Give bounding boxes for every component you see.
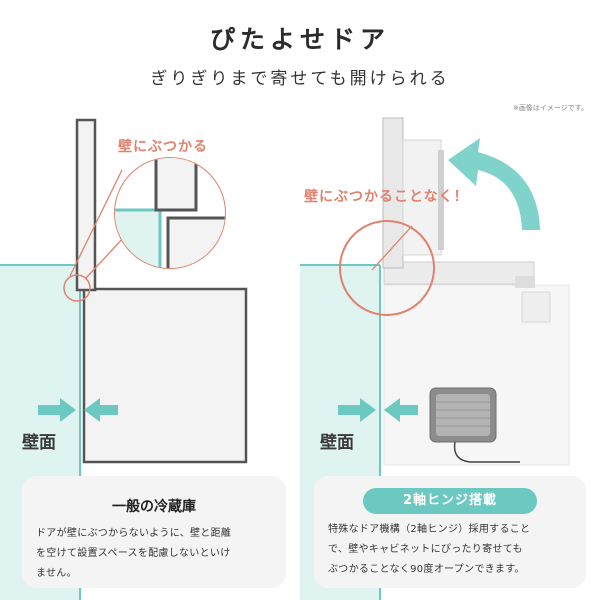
- freezer-hinge: [515, 276, 535, 288]
- callout-line: [371, 225, 413, 271]
- callout-line: [69, 169, 123, 277]
- right-arrow-in: [84, 398, 118, 422]
- left-collision-marker: [63, 274, 91, 302]
- right-magnifier: [339, 220, 435, 316]
- image-note: ※画像はイメージです。: [512, 104, 588, 112]
- power-cord: [453, 441, 520, 463]
- page-title: ぴたよせドア: [209, 25, 390, 54]
- left-card-title: 一般の冷蔵庫: [112, 499, 196, 515]
- page-subtitle: ぎりぎりまで寄せても開けられる: [150, 69, 450, 89]
- left-arrow-in-right: [338, 398, 376, 422]
- left-info-card: 一般の冷蔵庫 ドアが壁にぶつからないように、壁と距離 を空けて設置スペースを配慮…: [22, 476, 286, 588]
- left-fridge-body: [82, 287, 248, 464]
- left-callout: 壁にぶつかる: [118, 139, 208, 155]
- left-card-line: ません。: [36, 568, 77, 579]
- right-card-line: ぶつかることなく90度オープンできます。: [328, 564, 525, 575]
- right-card-line: 特殊なドア機構（2軸ヒンジ）採用すること: [328, 524, 531, 535]
- right-info-card: 2軸ヒンジ搭載 特殊なドア機構（2軸ヒンジ）採用すること で、壁やキャビネットに…: [314, 476, 586, 588]
- hinge-badge: 2軸ヒンジ搭載: [363, 488, 537, 514]
- left-fridge-door: [75, 118, 97, 292]
- right-wall-label: 壁面: [320, 433, 354, 453]
- right-callout: 壁にぶつかることなく！: [304, 189, 469, 205]
- freezer-side-vent: [521, 291, 551, 323]
- right-arrow-in-right: [384, 398, 418, 422]
- freezer-lid-rim: [383, 261, 535, 285]
- left-card-body: ドアが壁にぶつからないように、壁と距離 を空けて設置スペースを配慮しないといけ …: [36, 524, 276, 584]
- right-card-body: 特殊なドア機構（2軸ヒンジ）採用すること で、壁やキャビネットにぴったり寄せても…: [328, 520, 576, 580]
- left-arrow-in: [38, 398, 76, 422]
- right-card-line: で、壁やキャビネットにぴったり寄せても: [328, 544, 523, 555]
- opening-arrow: [448, 138, 540, 230]
- callout-line: [85, 234, 127, 279]
- left-card-line: を空けて設置スペースを配慮しないといけ: [36, 548, 231, 559]
- left-wall-label: 壁面: [22, 433, 56, 453]
- left-card-line: ドアが壁にぶつからないように、壁と距離: [36, 528, 232, 539]
